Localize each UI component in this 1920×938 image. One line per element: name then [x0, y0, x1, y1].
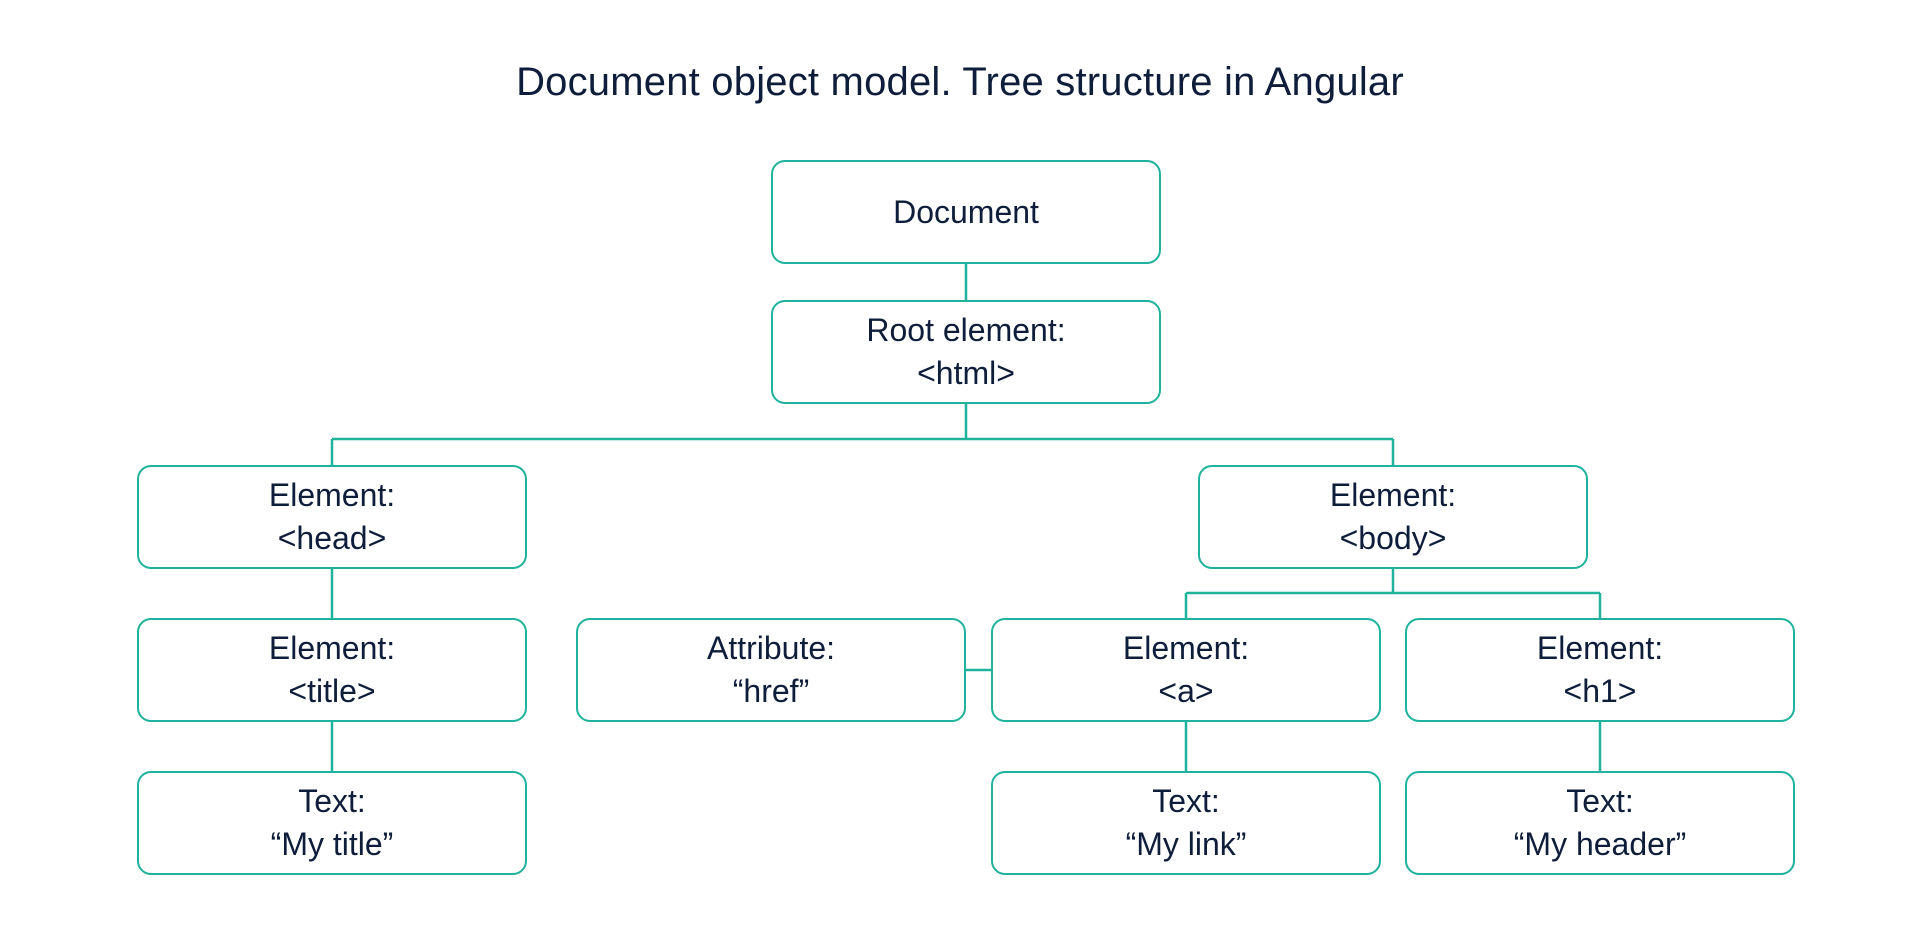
node-head-tag: <head>: [277, 520, 387, 556]
node-text-my-header: Text: “My header”: [1405, 771, 1795, 875]
node-body-label: Element:: [1329, 477, 1457, 513]
node-root-element: Root element: <html>: [771, 300, 1161, 404]
node-title-tag: <title>: [288, 673, 376, 709]
node-text-my-title: Text: “My title”: [137, 771, 527, 875]
node-root-label: Root element:: [866, 312, 1066, 348]
node-text-header-value: “My header”: [1513, 826, 1687, 862]
node-h1-label: Element:: [1536, 630, 1664, 666]
node-head-label: Element:: [268, 477, 396, 513]
node-text-link-label: Text:: [1152, 783, 1220, 819]
node-text-title-label: Text:: [298, 783, 366, 819]
node-root-tag: <html>: [917, 355, 1015, 391]
node-text-header-label: Text:: [1566, 783, 1634, 819]
node-element-body: Element: <body>: [1198, 465, 1588, 569]
diagram-title: Document object model. Tree structure in…: [516, 60, 1404, 104]
node-element-head: Element: <head>: [137, 465, 527, 569]
node-attribute-label: Attribute:: [706, 630, 836, 666]
node-element-a: Element: <a>: [991, 618, 1381, 722]
node-a-label: Element:: [1122, 630, 1250, 666]
node-text-title-value: “My title”: [270, 826, 394, 862]
node-element-title: Element: <title>: [137, 618, 527, 722]
node-element-h1: Element: <h1>: [1405, 618, 1795, 722]
node-text-link-value: “My link”: [1125, 826, 1247, 862]
node-attribute-value: “href”: [732, 673, 810, 709]
node-a-tag: <a>: [1158, 673, 1214, 709]
node-h1-tag: <h1>: [1563, 673, 1637, 709]
node-title-label: Element:: [268, 630, 396, 666]
node-attribute-href: Attribute: “href”: [576, 618, 966, 722]
node-text-my-link: Text: “My link”: [991, 771, 1381, 875]
node-document-label: Document: [893, 193, 1039, 230]
node-document: Document: [771, 160, 1161, 264]
node-body-tag: <body>: [1339, 520, 1447, 556]
